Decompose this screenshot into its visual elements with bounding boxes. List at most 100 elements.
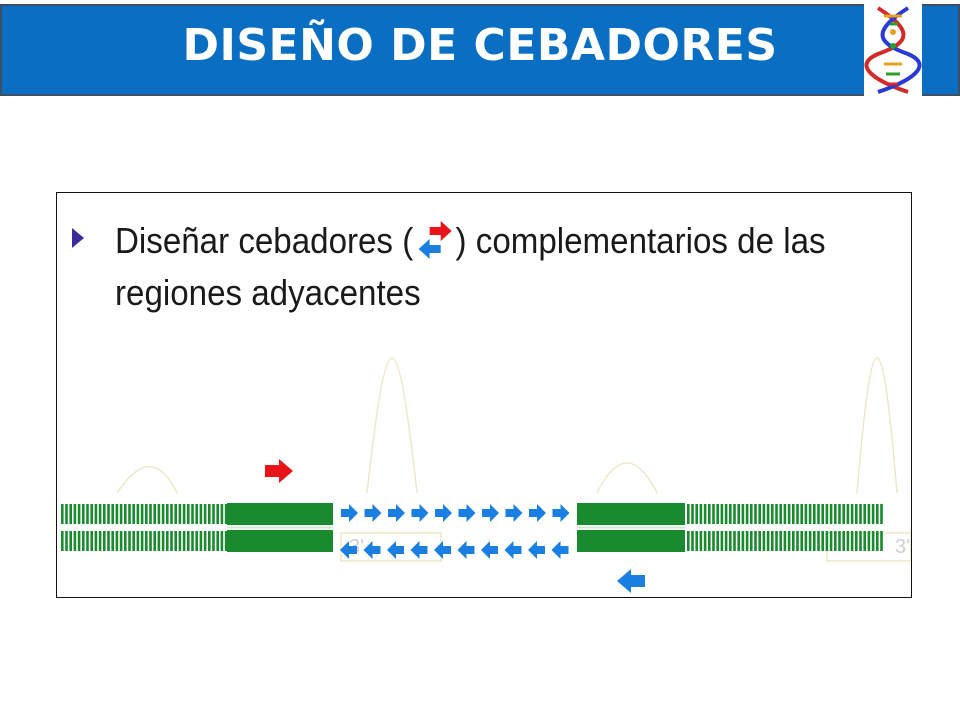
dna-base-pair: [771, 531, 774, 551]
dna-base-pair: [796, 504, 799, 524]
dna-base-pair: [199, 531, 203, 551]
dna-base-pair: [212, 531, 215, 551]
target-arrow-forward: [411, 504, 429, 522]
dna-base-pair: [708, 504, 711, 524]
target-arrow-reverse: [457, 541, 475, 559]
target-arrow-forward: [529, 504, 546, 522]
dna-base-pair: [61, 504, 64, 524]
dna-base-pair: [191, 504, 194, 524]
target-arrow-reverse: [340, 541, 357, 559]
dna-base-pair: [771, 504, 774, 524]
dna-base-pair: [157, 531, 161, 551]
dna-base-pair: [220, 531, 224, 551]
dna-ladder-right: [687, 504, 883, 551]
dna-base-pair: [855, 504, 858, 524]
dna-base-pair: [178, 531, 182, 551]
dna-base-pair: [871, 504, 875, 524]
dna-base-pair: [720, 504, 724, 524]
dna-base-pair: [834, 504, 837, 524]
target-forward-arrows: [341, 504, 570, 522]
dna-base-pair: [859, 504, 862, 524]
dna-base-pair: [825, 531, 829, 551]
dna-base-pair: [691, 504, 694, 524]
target-arrow-forward: [458, 504, 476, 522]
dna-base-pair: [69, 504, 72, 524]
dna-base-pair: [103, 531, 106, 551]
dna-base-pair: [98, 504, 102, 524]
bullet-triangle-icon: [72, 228, 84, 248]
pcr-diagram: 3' 3': [61, 357, 911, 593]
target-arrow-reverse: [481, 541, 498, 559]
dna-base-pair: [880, 531, 883, 551]
dna-base-pair: [65, 531, 68, 551]
target-arrow-forward: [552, 504, 570, 522]
dna-base-pair: [842, 531, 845, 551]
dna-ladder-left: [61, 504, 228, 551]
dna-base-pair: [792, 504, 795, 524]
dna-base-pair: [876, 504, 879, 524]
dna-base-pair: [136, 531, 140, 551]
dna-base-pair: [212, 504, 215, 524]
dna-base-pair: [107, 531, 110, 551]
dna-base-pair: [103, 504, 106, 524]
dna-base-pair: [161, 531, 165, 551]
dna-base-pair: [178, 504, 182, 524]
dna-base-pair: [149, 504, 152, 524]
dna-base-pair: [65, 504, 68, 524]
dna-block-left-bottom: [227, 530, 333, 552]
dna-base-pair: [729, 504, 732, 524]
dna-base-pair: [124, 504, 127, 524]
dna-base-pair: [817, 504, 820, 524]
dna-base-pair: [775, 531, 778, 551]
dna-base-pair: [224, 531, 228, 551]
dna-base-pair: [73, 531, 77, 551]
dna-base-pair: [876, 531, 879, 551]
target-arrow-forward: [482, 504, 499, 522]
dna-base-pair: [149, 531, 152, 551]
dna-base-pair: [716, 504, 719, 524]
dna-base-pair: [128, 531, 131, 551]
dna-base-pair: [863, 504, 866, 524]
dna-base-pair: [867, 531, 871, 551]
dna-base-pair: [846, 531, 850, 551]
dna-base-pair: [724, 504, 728, 524]
dna-base-pair: [733, 531, 736, 551]
dna-base-pair: [741, 531, 745, 551]
dna-base-pair: [867, 504, 871, 524]
content-frame: 3' 3' Diseñar cebadores () complementari…: [56, 192, 912, 598]
dna-base-pair: [712, 531, 715, 551]
dna-base-pair: [94, 504, 98, 524]
dna-base-pair: [153, 504, 156, 524]
dna-base-pair: [98, 531, 102, 551]
dna-base-pair: [825, 504, 829, 524]
dna-base-pair: [182, 531, 186, 551]
dna-base-pair: [111, 504, 114, 524]
dna-base-pair: [775, 504, 778, 524]
target-arrow-reverse: [528, 541, 545, 559]
dna-base-pair: [145, 531, 148, 551]
dna-base-pair: [699, 531, 703, 551]
dna-block-left-top: [227, 503, 333, 525]
dna-base-pair: [166, 531, 169, 551]
dna-base-pair: [140, 531, 144, 551]
target-arrow-reverse: [410, 541, 428, 559]
dna-base-pair: [687, 504, 690, 524]
dna-base-pair: [115, 531, 119, 551]
dna-base-pair: [808, 504, 812, 524]
target-arrow-forward: [341, 504, 358, 522]
dna-base-pair: [86, 504, 89, 524]
dna-base-pair: [804, 504, 808, 524]
dna-base-pair: [166, 504, 169, 524]
dna-base-pair: [203, 504, 207, 524]
dna-base-pair: [733, 504, 736, 524]
dna-base-pair: [741, 504, 745, 524]
dna-base-pair: [157, 504, 161, 524]
target-arrow-forward: [505, 504, 523, 522]
bullet-text-end: ) complementarios de las regiones adyace…: [115, 220, 826, 313]
dna-base-pair: [804, 531, 808, 551]
dna-base-pair: [871, 531, 875, 551]
dna-base-pair: [153, 531, 156, 551]
dna-base-pair: [132, 504, 135, 524]
dna-base-pair: [695, 531, 698, 551]
dna-base-pair: [111, 531, 114, 551]
